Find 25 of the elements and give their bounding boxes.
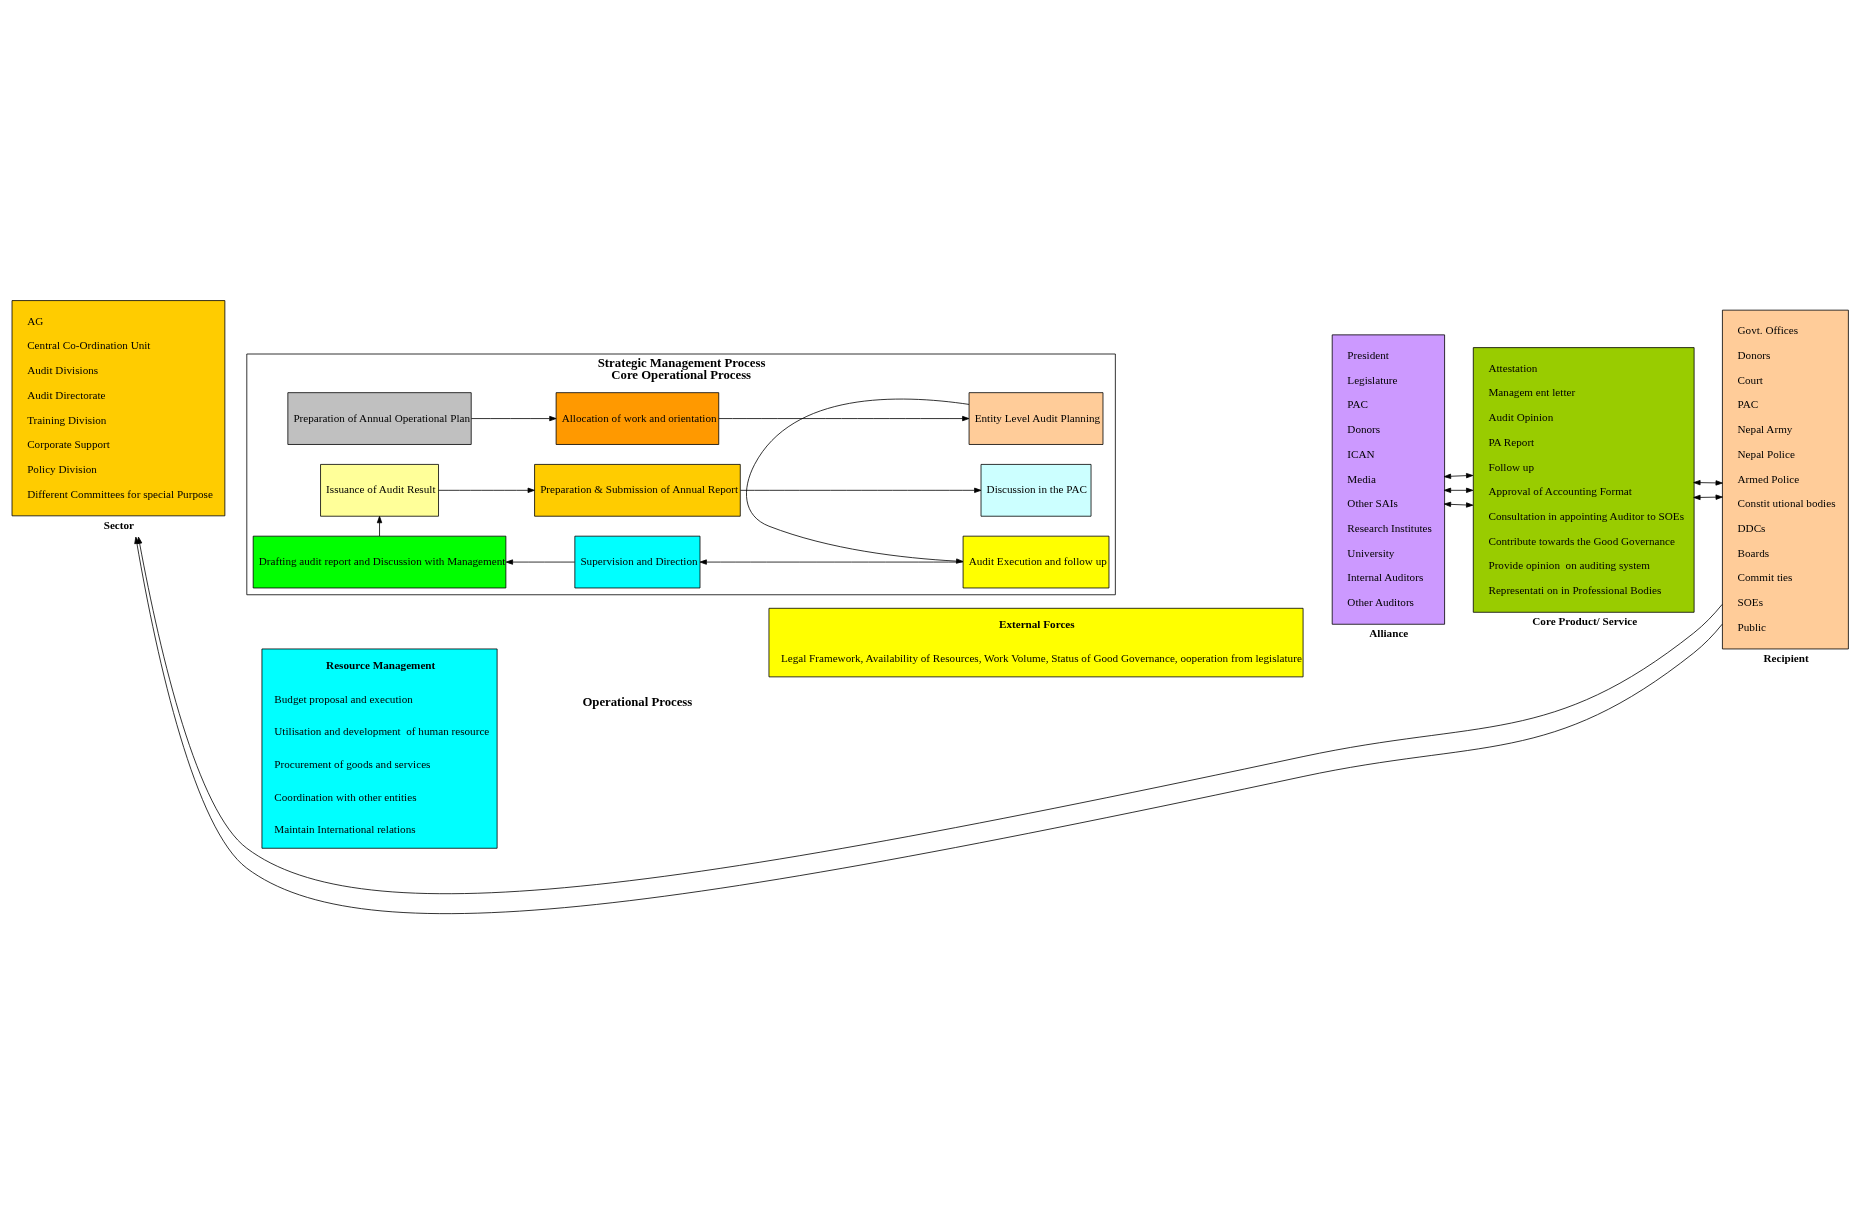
node-label: Core Product/ Service [1532, 614, 1638, 627]
node-box: Supervision and Direction [574, 535, 701, 588]
arrow [505, 558, 576, 565]
node-box: Entity Level Audit Planning [968, 391, 1104, 445]
arrow [740, 487, 982, 493]
node-label: Sector [103, 518, 135, 531]
arrow [438, 487, 535, 493]
node-box: Audit Execution and follow up [962, 535, 1110, 588]
node-box: Preparation & Submission of Annual Report [534, 463, 741, 517]
node-label: Alliance [1369, 626, 1409, 639]
arrow [1443, 472, 1474, 479]
node-box: Drafting audit report and Discussion with Management [252, 535, 507, 588]
arrow [471, 415, 557, 421]
arrow [1443, 501, 1474, 508]
node-label: Recipient [1763, 651, 1809, 664]
arrow [376, 515, 383, 536]
arrow [1693, 494, 1723, 500]
label: Operational Process [582, 694, 693, 709]
node-box: Issuance of Audit Result [320, 463, 439, 517]
node-box: Allocation of work and orientation [555, 391, 720, 445]
arrow [718, 415, 970, 421]
node-box: Discussion in the PAC [980, 463, 1092, 517]
arrow [1693, 479, 1723, 486]
node-box: Preparation of Annual Operational Plan [287, 391, 472, 445]
arrow [1443, 487, 1474, 493]
